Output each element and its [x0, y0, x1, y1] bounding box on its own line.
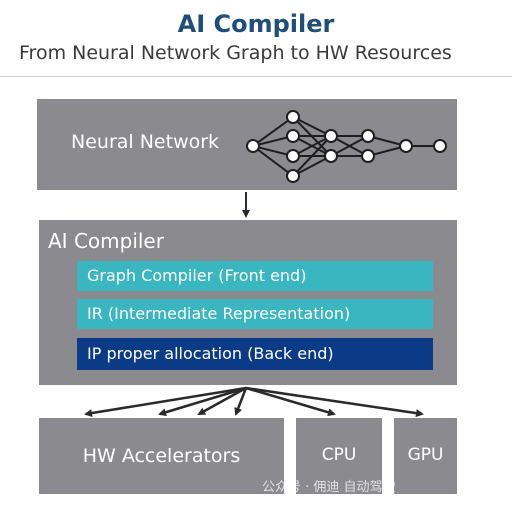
page-subtitle: From Neural Network Graph to HW Resource… [19, 42, 452, 64]
neural-network-label: Neural Network [71, 131, 220, 153]
gpu-label: GPU [407, 445, 444, 465]
ai-compiler-box: AI Compiler Graph Compiler (Front end) I… [39, 220, 457, 385]
cpu-label: CPU [321, 445, 357, 465]
arrows-compiler-to-targets [84, 386, 424, 418]
gpu-box: GPU [394, 418, 457, 494]
page-title: AI Compiler [177, 10, 335, 38]
stage-intermediate-representation: IR (Intermediate Representation) [77, 299, 433, 329]
cpu-box: CPU [296, 418, 382, 494]
ai-compiler-label: AI Compiler [48, 229, 164, 253]
stage-graph-compiler: Graph Compiler (Front end) [77, 261, 433, 291]
hw-accelerators-box: HW Accelerators [39, 418, 284, 494]
hw-accelerators-label: HW Accelerators [82, 445, 241, 467]
neural-network-nodes [246, 110, 447, 183]
watermark-text: 公众号 · 佣迪 自动驾驶 [262, 480, 396, 495]
header-divider [0, 76, 512, 77]
stage-ip-allocation: IP proper allocation (Back end) [77, 338, 433, 370]
